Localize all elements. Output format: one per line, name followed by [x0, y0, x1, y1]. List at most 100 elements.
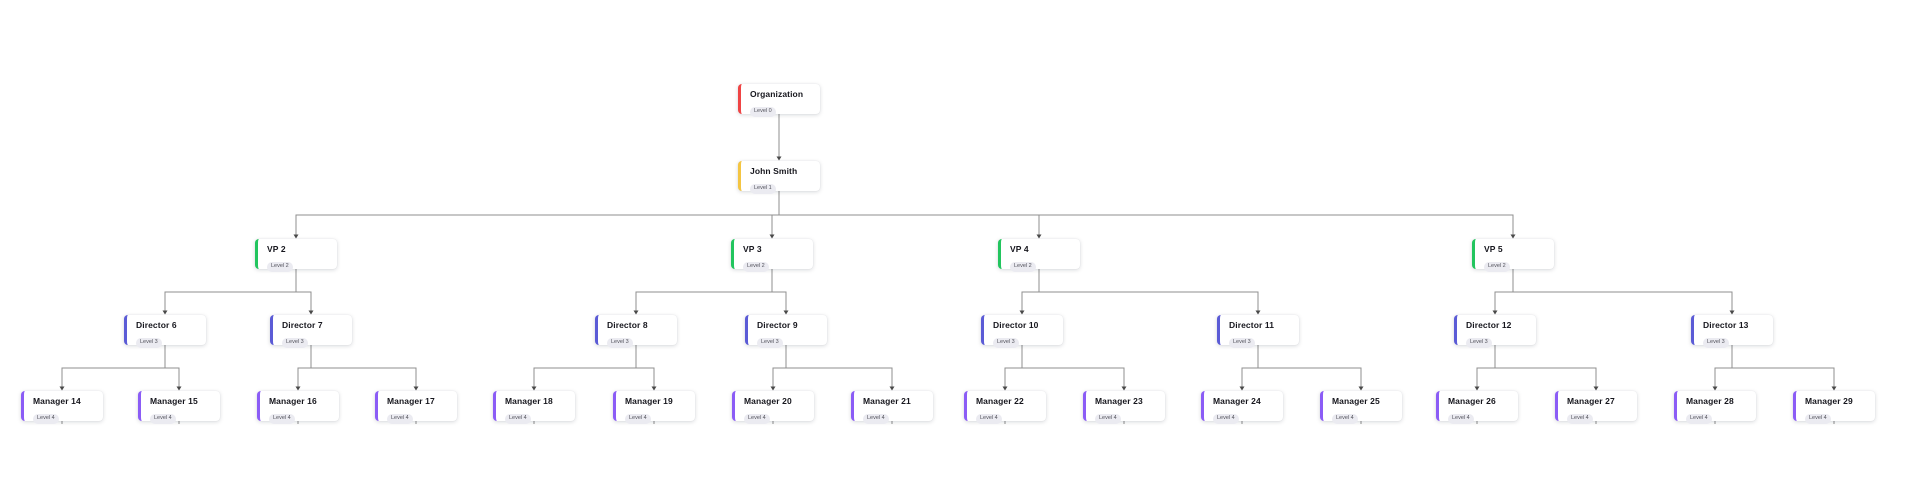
- node-name: Manager 23: [1095, 396, 1143, 406]
- connector-d10-m23: [1021, 345, 1125, 390]
- arrowhead-icon: [776, 156, 782, 161]
- node-level-badge: Level 2: [1484, 262, 1510, 272]
- connector-d8-m18: [533, 345, 637, 390]
- node-level-badge: Level 3: [993, 338, 1019, 348]
- org-node-vp5[interactable]: VP 5 Level 2: [1472, 239, 1554, 272]
- node-name: VP 4: [1010, 244, 1029, 254]
- connector-john-vp5: [778, 191, 1514, 238]
- org-node-m26[interactable]: Manager 26 Level 4: [1436, 391, 1518, 424]
- connector-john-vp4: [778, 191, 1040, 238]
- node-level-badge: Level 4: [863, 414, 889, 424]
- connector-vp3-d9: [771, 269, 787, 314]
- node-level-badge: Level 4: [505, 414, 531, 424]
- arrowhead-icon: [531, 386, 537, 391]
- arrowhead-icon: [769, 234, 775, 239]
- node-level-badge: Level 4: [744, 414, 770, 424]
- org-node-d6[interactable]: Director 6 Level 3: [124, 315, 206, 348]
- connector-john-vp2: [295, 191, 780, 238]
- arrowhead-icon: [633, 310, 639, 315]
- node-name: Manager 16: [269, 396, 317, 406]
- node-level-badge: Level 4: [150, 414, 176, 424]
- node-name: Organization: [750, 89, 804, 99]
- node-name: Manager 19: [625, 396, 673, 406]
- org-node-m23[interactable]: Manager 23 Level 4: [1083, 391, 1165, 424]
- node-level-badge: Level 4: [1448, 414, 1474, 424]
- node-name: Director 13: [1703, 320, 1749, 330]
- connector-d12-m26: [1476, 345, 1496, 390]
- node-name: Director 6: [136, 320, 177, 330]
- arrowhead-icon: [1019, 310, 1025, 315]
- node-name: Manager 27: [1567, 396, 1615, 406]
- node-name: Manager 20: [744, 396, 792, 406]
- node-name: VP 5: [1484, 244, 1503, 254]
- arrowhead-icon: [889, 386, 895, 391]
- connector-d13-m29: [1731, 345, 1835, 390]
- node-name: Director 11: [1229, 320, 1275, 330]
- org-node-m29[interactable]: Manager 29 Level 4: [1793, 391, 1875, 424]
- arrowhead-icon: [770, 386, 776, 391]
- node-name: VP 2: [267, 244, 286, 254]
- arrowhead-icon: [1712, 386, 1718, 391]
- node-name: Director 12: [1466, 320, 1512, 330]
- node-name: Director 7: [282, 320, 323, 330]
- node-level-badge: Level 3: [136, 338, 162, 348]
- node-level-badge: Level 4: [1805, 414, 1831, 424]
- arrowhead-icon: [1036, 234, 1042, 239]
- node-name: Manager 29: [1805, 396, 1853, 406]
- node-level-badge: Level 2: [743, 262, 769, 272]
- node-level-badge: Level 4: [1213, 414, 1239, 424]
- connector-d9-m20: [772, 345, 787, 390]
- org-node-vp2[interactable]: VP 2 Level 2: [255, 239, 337, 272]
- arrowhead-icon: [1510, 234, 1516, 239]
- connector-vp5-d12: [1494, 269, 1514, 314]
- arrowhead-icon: [295, 386, 301, 391]
- connector-d7-m17: [310, 345, 417, 390]
- connector-d6-m15: [164, 345, 180, 390]
- arrowhead-icon: [176, 386, 182, 391]
- connector-d12-m27: [1494, 345, 1597, 390]
- org-node-d7[interactable]: Director 7 Level 3: [270, 315, 352, 348]
- node-level-badge: Level 4: [269, 414, 295, 424]
- arrowhead-icon: [413, 386, 419, 391]
- node-level-badge: Level 3: [1229, 338, 1255, 348]
- node-level-badge: Level 4: [1095, 414, 1121, 424]
- connector-d11-m24: [1241, 345, 1259, 390]
- node-level-badge: Level 3: [757, 338, 783, 348]
- connector-vp4-d11: [1038, 269, 1259, 314]
- node-level-badge: Level 3: [282, 338, 308, 348]
- node-level-badge: Level 2: [267, 262, 293, 272]
- connector-d11-m25: [1257, 345, 1362, 390]
- org-node-m20[interactable]: Manager 20 Level 4: [732, 391, 814, 424]
- connector-john-vp3: [771, 191, 780, 238]
- node-level-badge: Level 4: [976, 414, 1002, 424]
- connector-vp5-d13: [1512, 269, 1733, 314]
- org-node-d11[interactable]: Director 11 Level 3: [1217, 315, 1299, 348]
- node-name: Manager 28: [1686, 396, 1734, 406]
- org-node-m16[interactable]: Manager 16 Level 4: [257, 391, 339, 424]
- node-level-badge: Level 4: [387, 414, 413, 424]
- node-name: Manager 26: [1448, 396, 1496, 406]
- arrowhead-icon: [1593, 386, 1599, 391]
- connector-d8-m19: [635, 345, 655, 390]
